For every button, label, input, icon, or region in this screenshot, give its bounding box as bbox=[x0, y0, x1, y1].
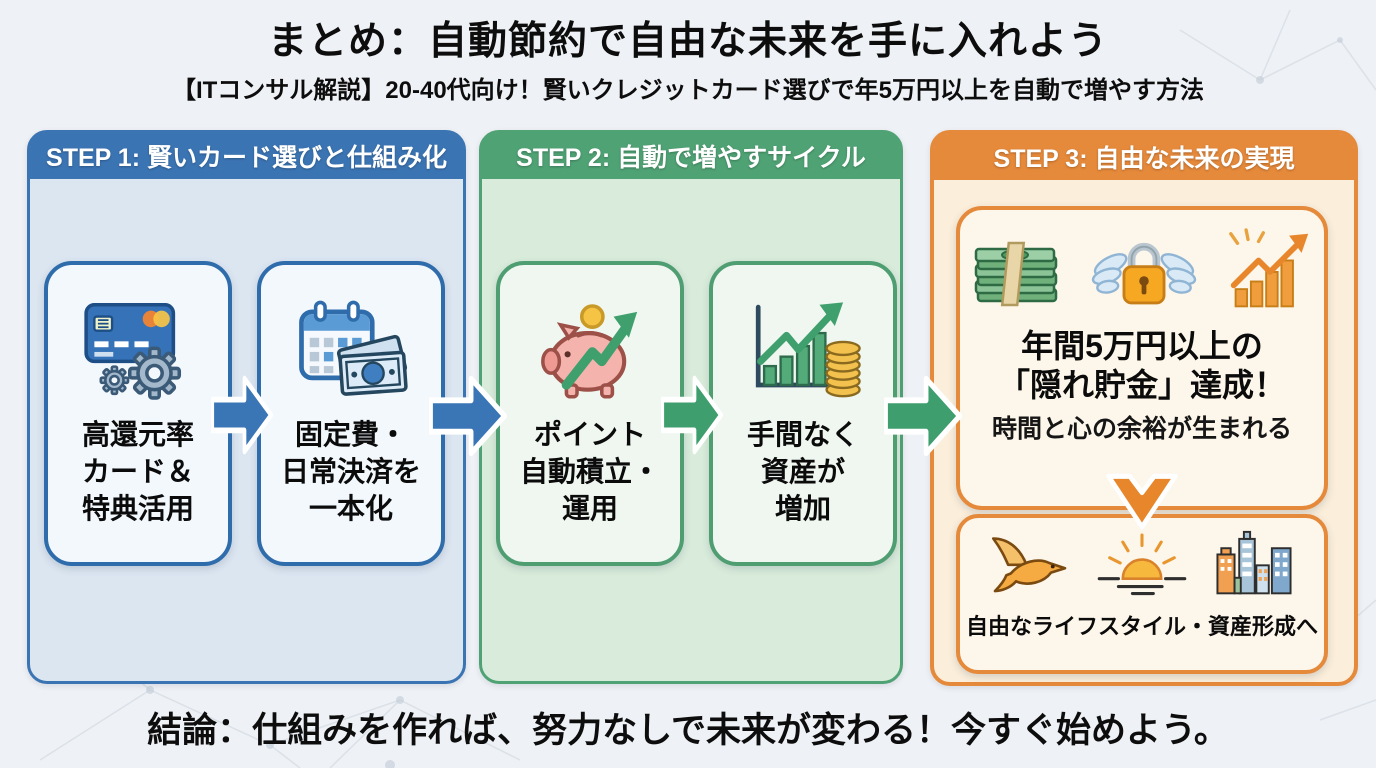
arrow-right-blue-icon bbox=[429, 375, 507, 457]
sunrise-icon bbox=[1094, 528, 1190, 603]
card-hidden-savings-result: 年間5万円以上の 「隠れ貯金」達成！ 時間と心の余裕が生まれる bbox=[956, 206, 1328, 510]
headline-line: 「隠れ貯金」達成！ bbox=[997, 367, 1286, 404]
credit-card-gears-icon bbox=[79, 285, 197, 413]
label-line: 日常決済を bbox=[280, 455, 421, 487]
label-line: 増加 bbox=[774, 492, 831, 524]
city-buildings-icon bbox=[1206, 528, 1302, 603]
arrow-right-blue-icon bbox=[211, 375, 273, 455]
card-high-reward-label: 高還元率 カード＆ 特典活用 bbox=[82, 417, 194, 528]
chart-coins-icon bbox=[744, 285, 862, 413]
winged-lock-icon bbox=[1082, 230, 1206, 317]
label-line: 一本化 bbox=[308, 492, 393, 524]
conclusion-text: 結論：仕組みを作れば、努力なしで未来が変わる！今すぐ始めよう。 bbox=[147, 711, 1229, 750]
step3-panel: STEP 3: 自由な未来の実現 bbox=[930, 130, 1358, 686]
future-caption: 自由なライフスタイル・資産形成へ bbox=[965, 614, 1318, 639]
step2-header: STEP 2: 自動で増やすサイクル bbox=[482, 133, 900, 179]
label-line: カード＆ bbox=[81, 455, 194, 487]
label-line: 固定費・ bbox=[294, 419, 407, 450]
card-auto-point-invest-label: ポイント 自動積立・ 運用 bbox=[520, 417, 660, 528]
card-auto-point-invest: ポイント 自動積立・ 運用 bbox=[496, 261, 684, 566]
page-title: まとめ：自動節約で自由な未来を手に入れよう bbox=[267, 20, 1108, 63]
label-line: 手間なく bbox=[746, 419, 859, 450]
step2-panel: STEP 2: 自動で増やすサイクル ポイント 自動積立・ bbox=[479, 130, 903, 684]
result-headline: 年間5万円以上の 「隠れ貯金」達成！ bbox=[998, 327, 1286, 405]
future-icon-row bbox=[982, 528, 1302, 603]
label-line: 自動積立・ bbox=[519, 455, 660, 487]
arrow-down-orange-icon bbox=[1106, 473, 1178, 530]
label-line: 高還元率 bbox=[81, 419, 194, 450]
card-consolidate-payments-label: 固定費・ 日常決済を 一本化 bbox=[281, 417, 421, 528]
label-line: ポイント bbox=[533, 419, 646, 450]
result-icon-row bbox=[966, 228, 1318, 319]
card-high-reward: 高還元率 カード＆ 特典活用 bbox=[44, 261, 232, 566]
step3-header: STEP 3: 自由な未来の実現 bbox=[934, 134, 1354, 180]
money-stack-icon bbox=[966, 231, 1066, 316]
label-line: 資産が bbox=[760, 455, 845, 487]
headline-line: 年間5万円以上の bbox=[1021, 328, 1263, 364]
label-line: 運用 bbox=[561, 492, 618, 524]
page-subtitle: 【ITコンサル解説】20-40代向け！賢いクレジットカード選びで年5万円以上を自… bbox=[171, 77, 1205, 104]
piggy-bank-arrow-icon bbox=[531, 285, 649, 413]
card-free-lifestyle: 自由なライフスタイル・資産形成へ bbox=[956, 514, 1328, 674]
arrow-right-green-icon bbox=[884, 375, 962, 457]
card-assets-grow: 手間なく 資産が 増加 bbox=[709, 261, 897, 566]
growth-chart-icon bbox=[1222, 228, 1318, 319]
card-assets-grow-label: 手間なく 資産が 増加 bbox=[747, 417, 859, 528]
dove-icon bbox=[982, 528, 1078, 603]
label-line: 特典活用 bbox=[81, 492, 194, 524]
card-consolidate-payments: 固定費・ 日常決済を 一本化 bbox=[257, 261, 445, 566]
result-subline: 時間と心の余裕が生まれる bbox=[991, 415, 1292, 444]
arrow-right-green-icon bbox=[661, 375, 723, 455]
step1-header: STEP 1: 賢いカード選びと仕組み化 bbox=[30, 133, 463, 179]
calendar-money-icon bbox=[292, 285, 410, 413]
